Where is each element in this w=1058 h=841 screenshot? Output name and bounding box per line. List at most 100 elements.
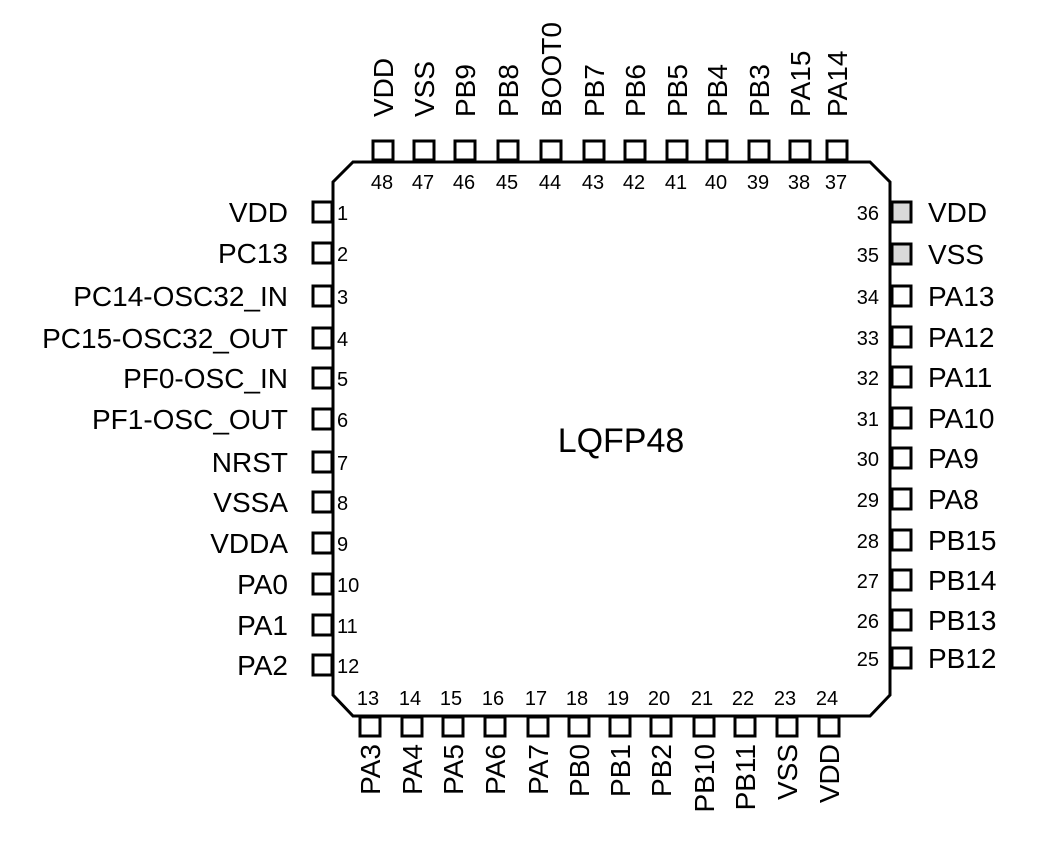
pin-pad — [483, 715, 507, 738]
pin-pad — [582, 139, 606, 162]
pin-number: 34 — [857, 287, 879, 309]
pin-pad — [311, 284, 334, 308]
pin-number: 38 — [788, 172, 810, 194]
pin-number: 6 — [337, 410, 348, 432]
pin-number: 30 — [857, 449, 879, 471]
pin-pad — [623, 139, 647, 162]
pin-number: 26 — [857, 611, 879, 633]
chip-body: LQFP48 — [331, 160, 892, 718]
pin-number: 4 — [337, 329, 348, 351]
pin-number: 29 — [857, 490, 879, 512]
pin-number: 16 — [482, 688, 504, 710]
pin-label: PB3 — [744, 64, 775, 117]
pin-number: 44 — [539, 172, 561, 194]
chip-body-outline — [331, 160, 892, 718]
pin-pad — [311, 572, 334, 596]
pin-number: 39 — [747, 172, 769, 194]
pin-label: PB2 — [646, 744, 677, 797]
pin-pad — [788, 139, 812, 162]
pin-pad — [890, 284, 913, 308]
pin-pad — [775, 715, 799, 738]
pin-number: 27 — [857, 571, 879, 593]
pin-pad — [567, 715, 591, 738]
pin-number: 22 — [732, 688, 754, 710]
pin-label: PA3 — [355, 744, 386, 795]
pin-number: 17 — [525, 688, 547, 710]
pin-pad — [311, 613, 334, 637]
pin-label: PB11 — [730, 744, 761, 810]
pin-pad — [649, 715, 673, 738]
pin-label: VDDA — [210, 528, 288, 559]
pin-label: PA14 — [822, 51, 853, 117]
pin-number: 21 — [691, 688, 713, 710]
pin-number: 32 — [857, 368, 879, 390]
pin-pad — [890, 487, 913, 511]
pin-pad — [890, 325, 913, 349]
pin-label: PB10 — [689, 744, 720, 813]
pin-number: 43 — [582, 172, 604, 194]
pin-label: PB1 — [605, 744, 636, 797]
pin-label: PC14-OSC32_IN — [73, 281, 288, 312]
pin-label: PB0 — [564, 744, 595, 797]
pin-pad — [747, 139, 771, 162]
pin-pad — [890, 568, 913, 592]
pin-number: 11 — [337, 616, 358, 638]
pin-label: PC15-OSC32_OUT — [42, 323, 288, 354]
pin-label: PB4 — [702, 64, 733, 117]
pin-pad — [311, 653, 334, 677]
pin-label: VSSA — [213, 487, 288, 518]
pin-number: 3 — [337, 287, 348, 309]
pin-number: 40 — [705, 172, 727, 194]
pin-label: PA10 — [928, 403, 994, 434]
pin-pad — [496, 139, 520, 162]
pin-label: PA7 — [523, 744, 554, 795]
pin-label: VSS — [772, 744, 803, 800]
pin-label: PF1-OSC_OUT — [92, 404, 288, 435]
pin-pad — [890, 242, 913, 266]
pin-label: PA2 — [237, 650, 288, 681]
pin-label: PA4 — [397, 744, 428, 795]
pins: 1VDD2PC133PC14-OSC32_IN4PC15-OSC32_OUT5P… — [42, 22, 996, 812]
pin-label: PA8 — [928, 484, 979, 515]
pin-number: 7 — [337, 453, 348, 475]
pin-label: VDD — [229, 197, 288, 228]
pin-number: 33 — [857, 328, 879, 350]
pin-number: 14 — [399, 688, 421, 710]
pin-label: PB13 — [928, 605, 997, 636]
pin-number: 28 — [857, 531, 879, 553]
pin-number: 24 — [816, 688, 838, 710]
pin-pad — [608, 715, 632, 738]
pin-number: 15 — [440, 688, 462, 710]
pin-number: 47 — [412, 172, 434, 194]
pin-pad — [441, 715, 465, 738]
pin-label: PB15 — [928, 525, 997, 556]
pin-label: NRST — [212, 447, 288, 478]
pin-number: 35 — [857, 245, 879, 267]
pin-pad — [825, 139, 849, 162]
pin-number: 18 — [566, 688, 588, 710]
pin-label: PB6 — [620, 64, 651, 117]
package-label: LQFP48 — [558, 422, 685, 460]
pin-label: PA5 — [438, 744, 469, 795]
pin-number: 5 — [337, 369, 348, 391]
pin-label: PA11 — [928, 362, 992, 393]
pin-number: 12 — [337, 656, 359, 678]
pin-pad — [311, 531, 334, 555]
pin-pad — [412, 139, 436, 162]
pin-pad — [705, 139, 729, 162]
pin-pad — [890, 446, 913, 470]
pin-number: 8 — [337, 493, 348, 515]
pin-pad — [311, 326, 334, 350]
pin-label: PA0 — [237, 569, 288, 600]
pin-label: PA12 — [928, 322, 994, 353]
pin-pad — [371, 139, 395, 162]
pin-label: VDD — [928, 197, 987, 228]
pin-pad — [526, 715, 550, 738]
pin-label: PA9 — [928, 443, 979, 474]
pin-label: PA13 — [928, 281, 994, 312]
pin-pad — [890, 365, 913, 389]
pin-pad — [311, 200, 334, 224]
pin-pad — [890, 528, 913, 552]
pin-pad — [453, 139, 477, 162]
